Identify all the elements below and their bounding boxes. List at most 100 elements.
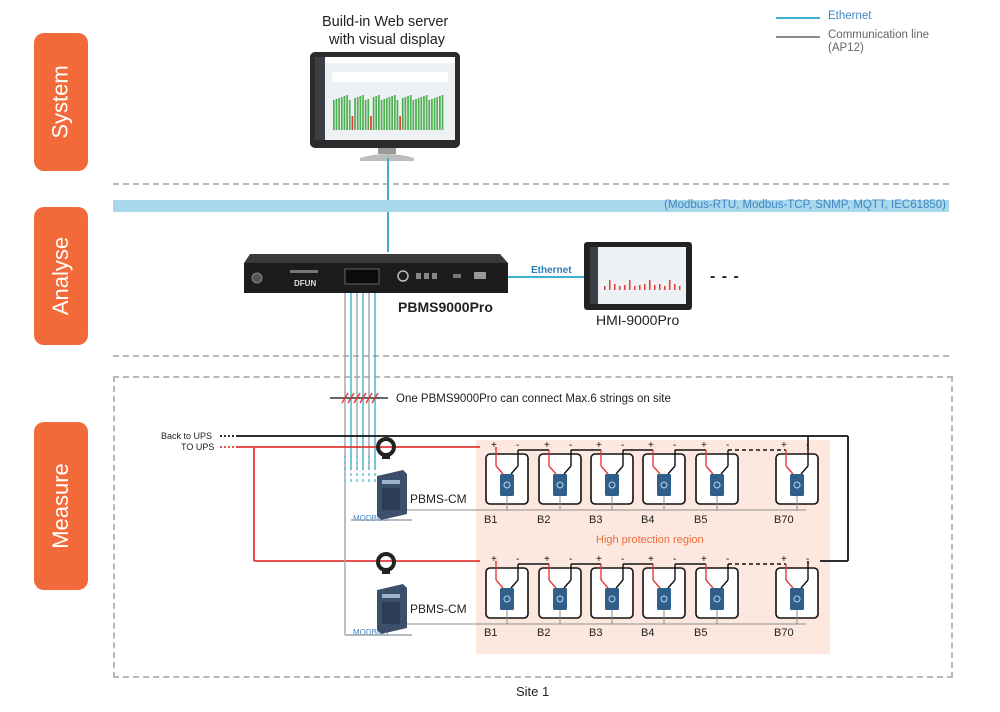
modbus-label-2: MODBUS [353,628,389,637]
monitor-chart-bar [372,97,375,130]
battery-minus-sign: - [516,554,519,565]
battery-minus-sign: - [621,440,624,451]
hmi-screen [590,247,686,304]
battery-plus-sign: + [648,554,654,565]
monitor-chart-bar [359,96,362,130]
more-devices-indicator: - - - [710,268,740,285]
legend-comm-label-1: Communication line [828,29,929,41]
monitor-chart-bar [375,96,378,130]
battery-s1-3-sensor-dot [608,481,616,489]
battery-s2-1-pos-tap-2 [495,579,504,589]
hmi-label: HMI-9000Pro [596,312,680,328]
battery-s1-6-sensor-dot [793,481,801,489]
strings-note: One PBMS9000Pro can connect Max.6 string… [396,393,671,405]
monitor-chart-bar [367,99,370,130]
battery-s1-3-pos-tap-2 [600,465,609,475]
controller-key [424,273,429,279]
controller-power-button [251,272,263,284]
monitor-chart-bar [356,97,359,130]
battery-plus-sign: + [491,554,497,565]
battery-s2-6-sensor-dot [793,595,801,603]
monitor-chart-bar [354,98,356,130]
battery-plus-sign: + [701,440,707,451]
monitor-sidebar [315,57,325,140]
monitor-chart-bar [338,98,340,130]
monitor-chart-bar [362,95,364,130]
monitor-chart-bar [433,98,436,130]
battery-s1-4-sensor-dot [660,481,668,489]
controller-port [453,274,461,278]
pbms-cm-module-1-label-strip [382,480,400,484]
module-label-2: PBMS-CM [410,602,467,616]
hmi-chart-bar [604,286,606,290]
protocol-bus [113,200,949,212]
battery-s2-2-neg-tap-2 [563,579,572,589]
hmi-chart-bar [634,286,636,290]
battery-plus-sign: + [596,554,602,565]
hmi-chart-bar [669,280,671,290]
battery-s2-1-neg-tap-2 [510,579,519,589]
battery-label-s2-6: B70 [774,627,794,639]
monitor-chart-bar [436,97,439,130]
web-server-title-2: with visual display [329,32,446,48]
battery-label-s1-3: B3 [589,514,603,526]
protection-region-label: High protection region [596,534,704,546]
monitor-chart-bar [412,100,415,130]
monitor-neck [378,148,396,154]
controller-top [244,254,508,263]
battery-minus-sign: - [726,440,729,451]
monitor-chart-bar [415,99,417,130]
battery-label-s1-5: B5 [694,514,708,526]
battery-minus-sign: - [726,554,729,565]
site-label: Site 1 [516,684,550,699]
legend-comm-swatch [776,36,820,38]
hmi-chart-bar [654,285,656,290]
battery-label-s2-3: B3 [589,627,603,639]
battery-plus-sign: + [701,554,707,565]
battery-s1-4-pos-tap-2 [652,465,661,475]
battery-minus-sign: - [516,440,519,451]
battery-s1-2-sensor [553,474,567,496]
to-ups-label: TO UPS [181,442,215,452]
hmi-chart-bar [649,280,651,290]
monitor-chart-bar [420,97,423,130]
pbms-cm-module-2-face [382,602,400,624]
monitor-chart-bar [391,96,393,130]
controller-key [416,273,421,279]
battery-s1-4-neg-tap-2 [667,465,676,475]
monitor-chart-bar [348,100,351,130]
modbus-label-1: MODBUS [353,514,389,523]
battery-plus-sign: + [648,440,654,451]
battery-label-s1-4: B4 [641,514,655,526]
bus-protocols-label: (Modbus-RTU, Modbus-TCP, SNMP, MQTT, IEC… [664,199,946,211]
monitor-chart-bar [370,116,372,130]
battery-s1-4-sensor [657,474,671,496]
monitor-topbar [325,57,455,63]
battery-plus-sign: + [781,554,787,565]
battery-minus-sign: - [673,554,676,565]
monitor-chart-bar [428,100,431,130]
battery-s2-6-pos-tap-2 [785,579,794,589]
controller-navpad [397,270,409,282]
monitor-chart-bar [417,98,420,130]
battery-plus-sign: + [596,440,602,451]
battery-plus-sign: + [781,440,787,451]
battery-s1-3-sensor [605,474,619,496]
battery-minus-sign: - [806,554,809,565]
battery-s2-6-neg-tap-2 [800,579,809,589]
battery-s1-1-neg-tap-2 [510,465,519,475]
string-tick-mark [341,392,349,404]
hmi-chart-bar [679,286,681,290]
battery-label-s2-2: B2 [537,627,551,639]
battery-minus-sign: - [569,440,572,451]
hmi-chart-bar [614,284,616,290]
battery-s1-3-neg-tap-2 [615,465,624,475]
monitor-chart-bar [346,95,348,130]
layer-tab-system: System [34,33,88,171]
legend-comm-label-2: (AP12) [828,42,864,54]
monitor-chart-bar [396,100,399,130]
hmi-chart-bar [674,284,676,290]
battery-label-s1-1: B1 [484,514,498,526]
